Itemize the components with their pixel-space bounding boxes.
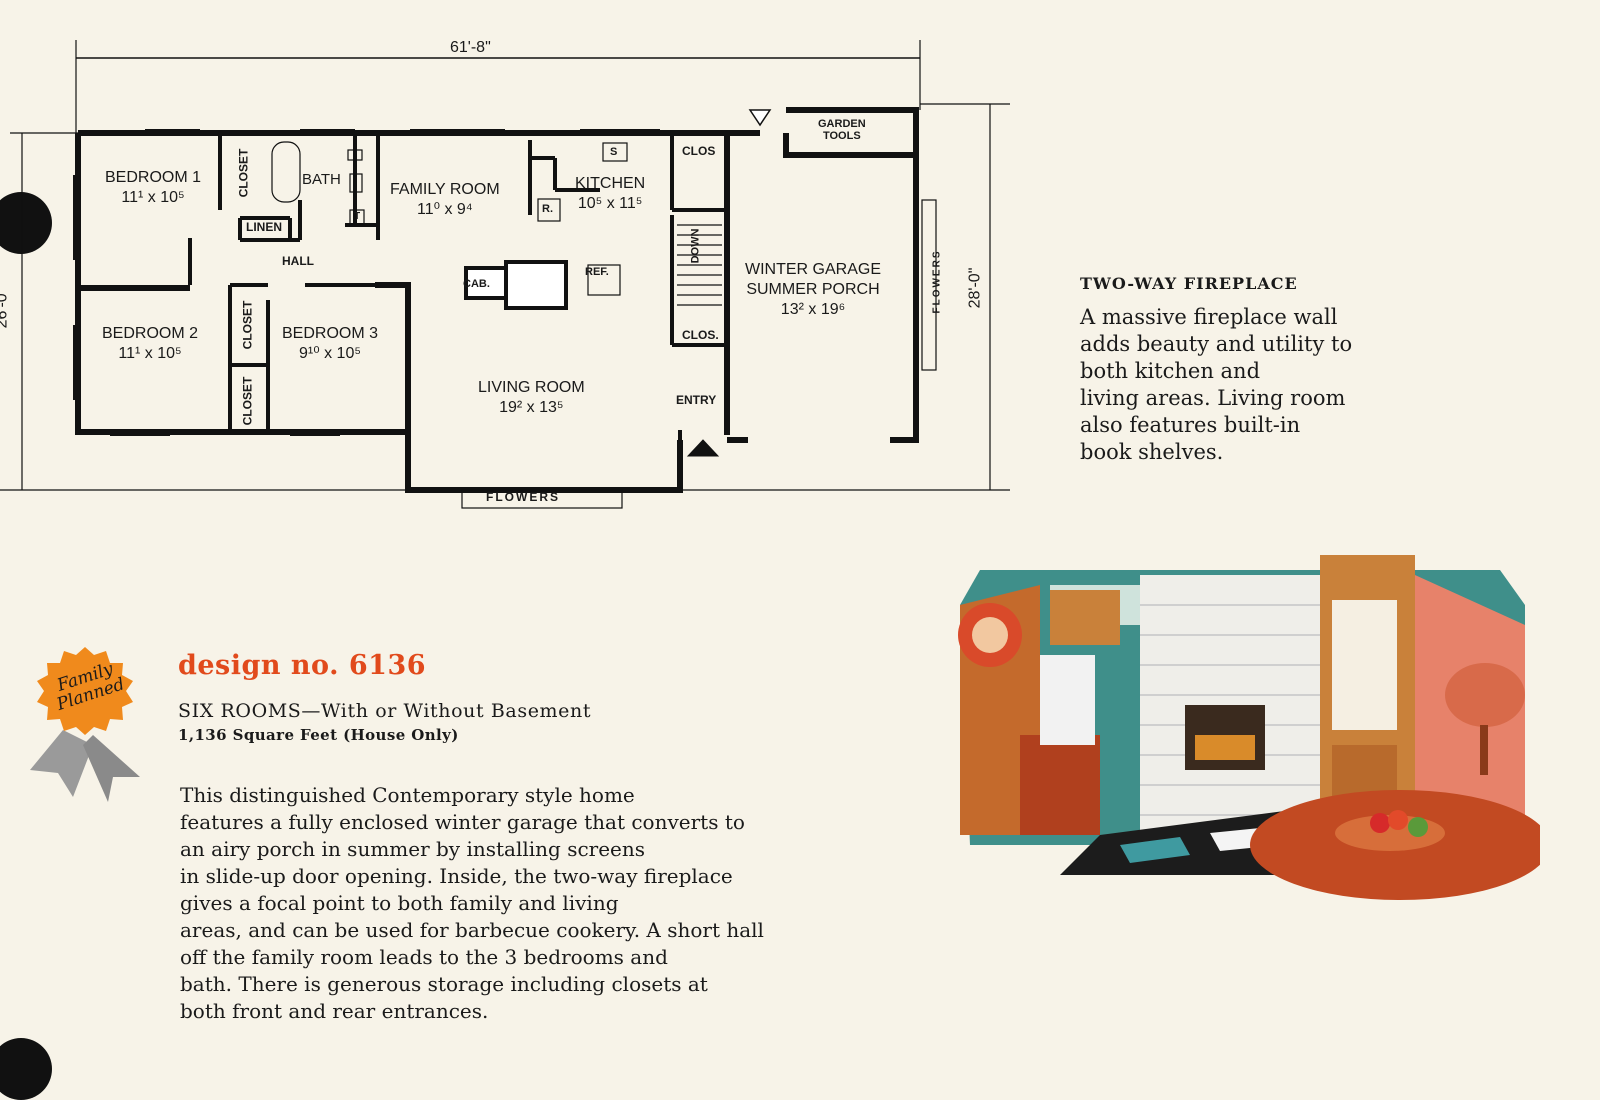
dim-left-height: 26'-0" <box>0 287 11 329</box>
room-living: LIVING ROOM 19² x 13⁵ <box>478 378 585 418</box>
text-line: off the family room leads to the 3 bedro… <box>180 945 668 969</box>
room-garage: WINTER GARAGE SUMMER PORCH 13² x 19⁶ <box>745 260 881 320</box>
design-title: design no. 6136 <box>178 650 427 681</box>
floor-plan <box>0 40 1010 509</box>
label-ref: REF. <box>585 266 609 278</box>
garden-line2: TOOLS <box>822 130 861 142</box>
room-name-line2: SUMMER PORCH <box>746 281 880 298</box>
design-subtitle: SIX ROOMS—With or Without Basement <box>178 700 592 722</box>
fireplace-heading: TWO-WAY FIREPLACE <box>1080 274 1298 293</box>
label-flowers-vertical: FLOWERS <box>931 249 943 314</box>
label-entry: ENTRY <box>676 393 717 407</box>
room-size: 10⁵ x 11⁵ <box>577 195 643 212</box>
design-description: This distinguished Contemporary style ho… <box>180 782 900 1025</box>
room-name: BEDROOM 2 <box>102 325 199 342</box>
room-size: 9¹⁰ x 10⁵ <box>299 345 361 362</box>
fireplace-description: A massive fireplace wall adds beauty and… <box>1080 304 1352 466</box>
dim-right-height: 28'-0" <box>966 267 984 309</box>
text-line: bath. There is generous storage includin… <box>180 972 708 996</box>
room-name: BEDROOM 3 <box>282 325 379 342</box>
label-linen: LINEN <box>246 220 282 234</box>
label-range: R. <box>542 203 553 215</box>
room-kitchen: KITCHEN 10⁵ x 11⁵ <box>575 174 645 214</box>
room-size: 13² x 19⁶ <box>780 301 846 318</box>
room-bedroom1: BEDROOM 1 11¹ x 10⁵ <box>105 168 201 208</box>
label-sink: S <box>610 146 618 158</box>
text-line: This distinguished Contemporary style ho… <box>180 783 635 807</box>
design-area: 1,136 Square Feet (House Only) <box>178 726 459 744</box>
interior-illustration <box>958 555 1540 900</box>
label-clos-kitchen: CLOS <box>682 144 716 158</box>
text-line: gives a focal point to both family and l… <box>180 891 619 915</box>
binder-hole-bottom <box>0 1038 52 1100</box>
room-name-line1: WINTER GARAGE <box>745 261 882 278</box>
text-line: book shelves. <box>1080 440 1224 464</box>
label-closet-2: CLOSET <box>240 300 255 350</box>
label-garden-tools: GARDEN TOOLS <box>818 118 866 142</box>
text-line: areas, and can be used for barbecue cook… <box>180 918 764 942</box>
room-size: 11¹ x 10⁵ <box>118 345 182 362</box>
text-line: features a fully enclosed winter garage … <box>180 810 745 834</box>
text-line: adds beauty and utility to <box>1080 332 1353 356</box>
label-hall: HALL <box>282 254 314 268</box>
room-bedroom2: BEDROOM 2 11¹ x 10⁵ <box>102 324 198 364</box>
label-cab: CAB. <box>463 278 490 290</box>
room-size: 19² x 13⁵ <box>499 399 564 416</box>
room-name: FAMILY ROOM <box>390 181 500 198</box>
label-bath: BATH <box>302 171 341 188</box>
text-line: in slide-up door opening. Inside, the tw… <box>180 864 733 888</box>
text-line: both kitchen and <box>1080 359 1261 383</box>
room-bedroom3: BEDROOM 3 9¹⁰ x 10⁵ <box>282 324 378 364</box>
label-toilet: T <box>354 211 361 222</box>
text-line: an airy porch in summer by installing sc… <box>180 837 646 861</box>
room-size: 11¹ x 10⁵ <box>121 189 185 206</box>
label-closet-3: CLOSET <box>240 376 255 426</box>
room-size: 11⁰ x 9⁴ <box>416 201 473 218</box>
family-planned-badge <box>30 647 140 802</box>
text-line: A massive fireplace wall <box>1080 305 1338 329</box>
binder-hole-top <box>0 192 52 254</box>
seal <box>37 647 133 735</box>
dim-width: 61'-8" <box>450 39 491 56</box>
room-name: BEDROOM 1 <box>105 169 202 186</box>
ribbon-right <box>83 735 140 802</box>
ribbon-left <box>30 730 93 797</box>
room-family: FAMILY ROOM 11⁰ x 9⁴ <box>390 180 500 220</box>
text-line: living areas. Living room <box>1080 386 1346 410</box>
garden-line1: GARDEN <box>818 118 866 130</box>
room-name: LIVING ROOM <box>478 379 585 396</box>
text-line: both front and rear entrances. <box>180 999 489 1023</box>
label-down: DOWN <box>689 228 702 264</box>
room-name: KITCHEN <box>575 175 646 192</box>
label-closet-1: CLOSET <box>236 148 251 198</box>
label-clos-entry: CLOS. <box>682 328 719 342</box>
text-line: also features built-in <box>1080 413 1301 437</box>
label-flowers: FLOWERS <box>486 490 560 504</box>
